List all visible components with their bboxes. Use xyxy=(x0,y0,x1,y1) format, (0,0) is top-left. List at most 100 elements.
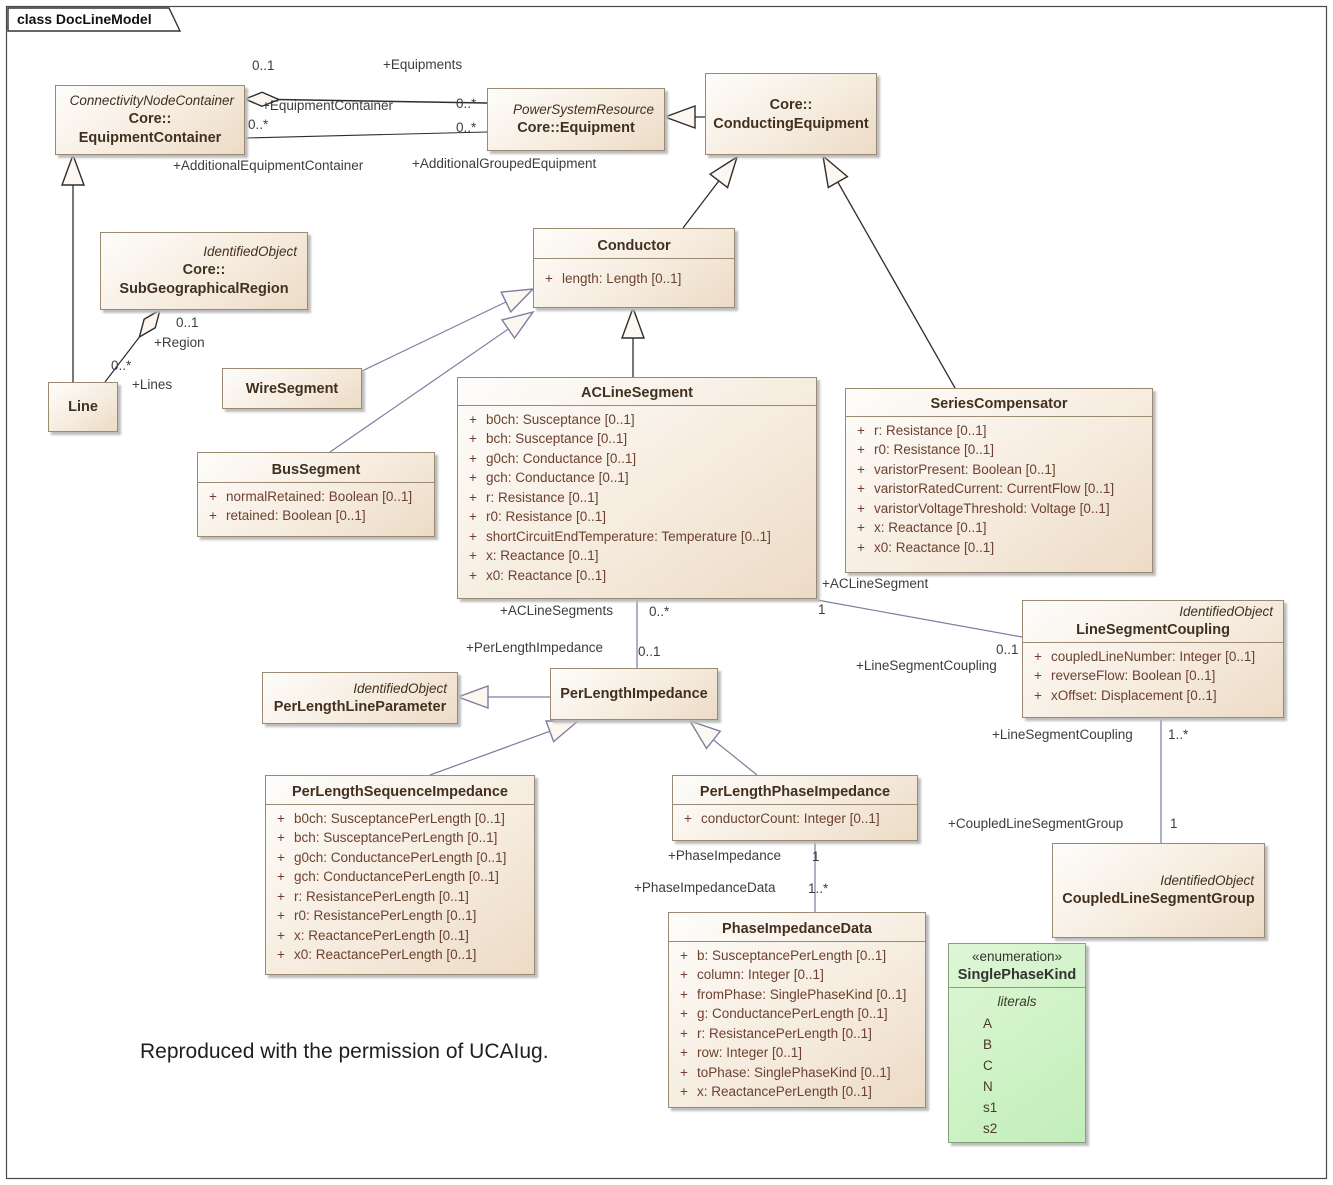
attribute: +b: SusceptancePerLength [0..1] xyxy=(680,947,887,963)
attribute: +varistorVoltageThreshold: Voltage [0..1… xyxy=(857,500,1110,516)
enum-name: SinglePhaseKind xyxy=(957,966,1077,983)
mult-aclinesegment: 1 xyxy=(818,602,826,617)
attribute: +x: Reactance [0..1] xyxy=(469,548,599,564)
class-phaseimpedancedata[interactable]: PhaseImpedanceData +b: SusceptancePerLen… xyxy=(668,912,926,1108)
edge-gen-conductor-conductingequipment xyxy=(682,157,737,229)
edge-gen-bussegment-conductor xyxy=(329,312,533,453)
attribute-list: +conductorCount: Integer [0..1] xyxy=(673,803,917,840)
attribute: +r0: ResistancePerLength [0..1] xyxy=(277,908,477,924)
diagram-title: class DocLineModel xyxy=(17,11,152,27)
class-conductor[interactable]: Conductor +length: Length [0..1] xyxy=(533,228,735,308)
class-perlengthphaseimpedance[interactable]: PerLengthPhaseImpedance +conductorCount:… xyxy=(672,775,918,841)
attribute: +coupledLineNumber: Integer [0..1] xyxy=(1034,648,1256,664)
class-aclinesegment[interactable]: ACLineSegment +b0ch: Susceptance [0..1]+… xyxy=(457,377,817,599)
attribute: +xOffset: Displacement [0..1] xyxy=(1034,687,1217,703)
attribute: +g0ch: ConductancePerLength [0..1] xyxy=(277,849,507,865)
enum-singlephasekind[interactable]: «enumeration» SinglePhaseKind literals A… xyxy=(948,943,1086,1143)
class-subgeographicalregion[interactable]: IdentifiedObject Core:: SubGeographicalR… xyxy=(100,232,308,310)
attribute: +r0: Resistance [0..1] xyxy=(469,509,607,525)
attribute: +varistorPresent: Boolean [0..1] xyxy=(857,461,1056,477)
class-perlengthlineparameter[interactable]: IdentifiedObject PerLengthLineParameter xyxy=(262,672,458,724)
class-equipmentcontainer[interactable]: ConnectivityNodeContainer Core:: Equipme… xyxy=(55,85,245,155)
class-linesegmentcoupling[interactable]: IdentifiedObject LineSegmentCoupling +co… xyxy=(1022,600,1284,718)
mult-coupledlinesegmentgroup: 1 xyxy=(1170,816,1178,831)
edge-additional-equipment-association xyxy=(244,131,488,139)
mult-aclinesegments: 0..* xyxy=(649,604,670,619)
attribute: +b0ch: Susceptance [0..1] xyxy=(469,411,635,427)
class-conductingequipment[interactable]: Core:: ConductingEquipment xyxy=(705,73,877,155)
attribute: +g0ch: Conductance [0..1] xyxy=(469,450,637,466)
role-additionalgroupedequipment: +AdditionalGroupedEquipment xyxy=(412,156,597,171)
role-equipmentcontainer: +EquipmentContainer xyxy=(262,98,393,113)
attribute: +gch: ConductancePerLength [0..1] xyxy=(277,869,499,885)
edge-equipments-aggregation xyxy=(243,91,488,108)
enum-literal: A xyxy=(983,1016,993,1032)
attribute: +r0: Resistance [0..1] xyxy=(857,442,995,458)
enum-literal: C xyxy=(983,1058,993,1074)
class-name: PerLengthSequenceImpedance xyxy=(292,784,508,800)
attribute: +column: Integer [0..1] xyxy=(680,967,824,983)
class-name: Core::Equipment xyxy=(517,120,635,137)
class-name: PerLengthLineParameter xyxy=(273,698,447,715)
class-seriescompensator[interactable]: SeriesCompensator +r: Resistance [0..1] +… xyxy=(845,388,1153,573)
mult-equipments-source: 0..1 xyxy=(252,58,275,73)
class-name: LineSegmentCoupling xyxy=(1076,621,1230,638)
class-name: PerLengthImpedance xyxy=(560,686,708,703)
role-equipments: +Equipments xyxy=(383,57,463,72)
class-name: Core:: EquipmentContainer xyxy=(78,111,222,146)
attribute: +fromPhase: SinglePhaseKind [0..1] xyxy=(680,986,907,1002)
attribute: +x0: Reactance [0..1] xyxy=(857,539,995,555)
attribute-list: +normalRetained: Boolean [0..1] +retained… xyxy=(198,481,434,536)
attribute: +reverseFlow: Boolean [0..1] xyxy=(1034,668,1216,684)
attribute: +x: Reactance [0..1] xyxy=(857,520,987,536)
class-equipment[interactable]: PowerSystemResource Core::Equipment xyxy=(487,88,665,151)
literals-label: literals xyxy=(997,994,1037,1010)
mult-phaseimpedancedata: 1..* xyxy=(808,881,829,896)
role-linesegmentcoupling: +LineSegmentCoupling xyxy=(856,658,997,673)
role-additionalequipmentcontainer: +AdditionalEquipmentContainer xyxy=(173,158,364,173)
role-phaseimpedance: +PhaseImpedance xyxy=(668,848,781,863)
edge-gen-perlengthphaseimpedance-perlengthimpedance xyxy=(690,721,758,776)
attribute: +r: Resistance [0..1] xyxy=(469,489,599,505)
mult-perlengthimpedance: 0..1 xyxy=(638,644,661,659)
role-region: +Region xyxy=(154,335,205,350)
class-name: Conductor xyxy=(597,238,671,254)
edge-region-lines-aggregation xyxy=(104,308,162,383)
enum-literal: s2 xyxy=(983,1121,998,1137)
attribute: +bch: SusceptancePerLength [0..1] xyxy=(277,830,498,846)
attribute: +r: ResistancePerLength [0..1] xyxy=(277,888,469,904)
attribute: +retained: Boolean [0..1] xyxy=(209,508,366,524)
class-stereotype: IdentifiedObject xyxy=(203,244,297,260)
role-linesegmentcoupling-group: +LineSegmentCoupling xyxy=(992,727,1133,742)
mult-linesegmentcoupling: 0..1 xyxy=(996,642,1019,657)
attribute: +normalRetained: Boolean [0..1] xyxy=(209,488,413,504)
class-stereotype: IdentifiedObject xyxy=(353,680,447,696)
class-perlengthimpedance[interactable]: PerLengthImpedance xyxy=(550,668,718,720)
mult-additional-target: 0..* xyxy=(456,120,477,135)
attribute: +shortCircuitEndTemperature: Temperature… xyxy=(469,528,771,544)
attribute: +toPhase: SinglePhaseKind [0..1] xyxy=(680,1064,891,1080)
attribute: +gch: Conductance [0..1] xyxy=(469,470,629,486)
mult-lines: 0..* xyxy=(111,358,132,373)
attribute: +x0: Reactance [0..1] xyxy=(469,567,607,583)
class-perlengthsequenceimpedance[interactable]: PerLengthSequenceImpedance +b0ch: Suscep… xyxy=(265,775,535,975)
class-coupledlinesegmentgroup[interactable]: IdentifiedObject CoupledLineSegmentGroup xyxy=(1052,843,1265,938)
diagram-frame xyxy=(5,5,1328,1180)
attribute: +x0: ReactancePerLength [0..1] xyxy=(277,947,477,963)
class-wiresegment[interactable]: WireSegment xyxy=(222,368,362,409)
mult-additional-source: 0..* xyxy=(248,117,269,132)
mult-linesegmentcoupling-group: 1..* xyxy=(1168,727,1189,742)
class-stereotype: IdentifiedObject xyxy=(1160,873,1254,889)
class-bussegment[interactable]: BusSegment +normalRetained: Boolean [0..… xyxy=(197,452,435,537)
class-name: SeriesCompensator xyxy=(930,396,1068,412)
role-perlengthimpedance: +PerLengthImpedance xyxy=(466,640,603,655)
enum-literal: s1 xyxy=(983,1100,998,1116)
role-lines: +Lines xyxy=(132,377,173,392)
enum-literal: B xyxy=(983,1037,993,1053)
attribute: +r: Resistance [0..1] xyxy=(857,422,987,438)
mult-region: 0..1 xyxy=(176,315,199,330)
edge-gen-perlengthsequenceimpedance-perlengthimpedance xyxy=(429,721,578,776)
role-aclinesegments: +ACLineSegments xyxy=(500,603,613,618)
class-line[interactable]: Line xyxy=(48,382,118,432)
attribute: +b0ch: SusceptancePerLength [0..1] xyxy=(277,810,505,826)
